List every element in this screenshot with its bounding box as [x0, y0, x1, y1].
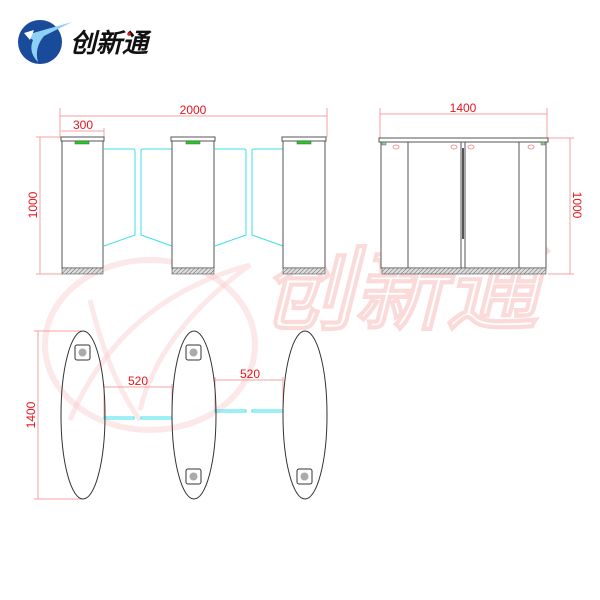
front-height-label: 1000 [26, 191, 40, 218]
lane1-width-label: 520 [128, 374, 148, 388]
side-width-label: 1400 [450, 101, 477, 115]
pillar-middle [170, 136, 216, 275]
pillar-left-top [60, 330, 106, 500]
card-reader-icon [74, 344, 91, 361]
handle-bar [462, 148, 464, 239]
watermark-logo-circle-icon [42, 257, 258, 433]
card-reader-icon [185, 468, 202, 485]
pillar-middle-top [171, 330, 217, 500]
watermark-logo-wing-icon [67, 262, 252, 421]
front-view: 2000 300 1000 [26, 103, 328, 275]
logo-dot-icon [127, 32, 131, 36]
pillar-left [60, 136, 105, 275]
overall-width-label: 2000 [180, 103, 207, 117]
lane2-width-label: 520 [240, 367, 260, 381]
indicator-light-icon [74, 140, 90, 145]
side-view: 1400 1000 [378, 101, 584, 275]
top-length-label: 1400 [24, 401, 38, 428]
logo-circle-icon [18, 20, 62, 64]
card-reader-icon [296, 468, 313, 485]
pillar-width-label: 300 [73, 118, 93, 132]
logo-text: 创新通 [70, 29, 152, 59]
pillar-right [281, 136, 327, 275]
indicator-light-icon [296, 140, 312, 145]
logo-wing-icon [26, 22, 72, 62]
brand-logo: 创新通 [18, 20, 152, 64]
glass-panels [103, 148, 284, 247]
side-height-label: 1000 [570, 192, 584, 219]
top-view: 1400 520 520 [24, 330, 328, 500]
card-reader-icon [185, 344, 202, 361]
pillar-right-top [282, 330, 328, 500]
indicator-light-icon [185, 140, 201, 145]
